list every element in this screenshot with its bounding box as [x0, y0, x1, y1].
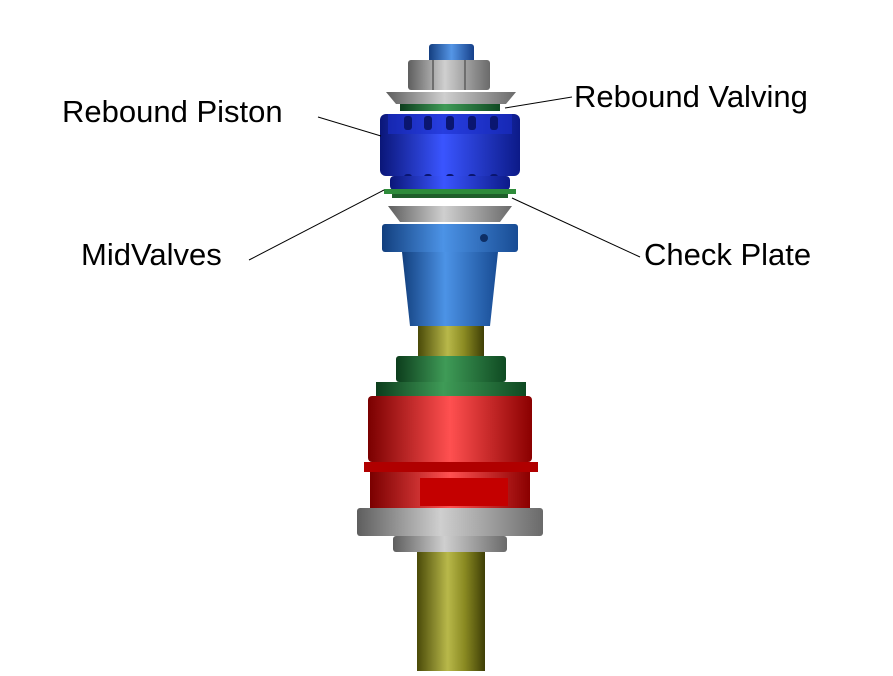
top-washer — [386, 92, 516, 104]
piston-shaft-upper — [418, 322, 484, 362]
bottom-washer — [357, 508, 543, 536]
label-rebound-piston: Rebound Piston — [62, 94, 283, 129]
leader-lines — [248, 96, 641, 261]
green-collar — [396, 356, 506, 382]
midvalve-shims — [384, 189, 516, 194]
red-body-upper — [368, 396, 532, 462]
stud-tip — [429, 44, 474, 64]
label-midvalves: MidValves — [81, 237, 222, 272]
leader-check-plate — [511, 197, 641, 258]
nut — [408, 60, 490, 90]
check-plate — [392, 194, 508, 198]
leader-midvalves — [248, 189, 385, 261]
leader-rebound-piston — [317, 116, 382, 137]
bleed-hole — [480, 234, 488, 242]
spacer-washer — [388, 206, 512, 222]
piston-shaft-lower — [417, 550, 485, 671]
label-rebound-valving: Rebound Valving — [574, 79, 808, 114]
rebound-valving-shims — [400, 104, 500, 111]
label-check-plate: Check Plate — [644, 237, 812, 272]
spacer-adapter — [382, 224, 518, 252]
leader-rebound-valving — [504, 96, 573, 109]
